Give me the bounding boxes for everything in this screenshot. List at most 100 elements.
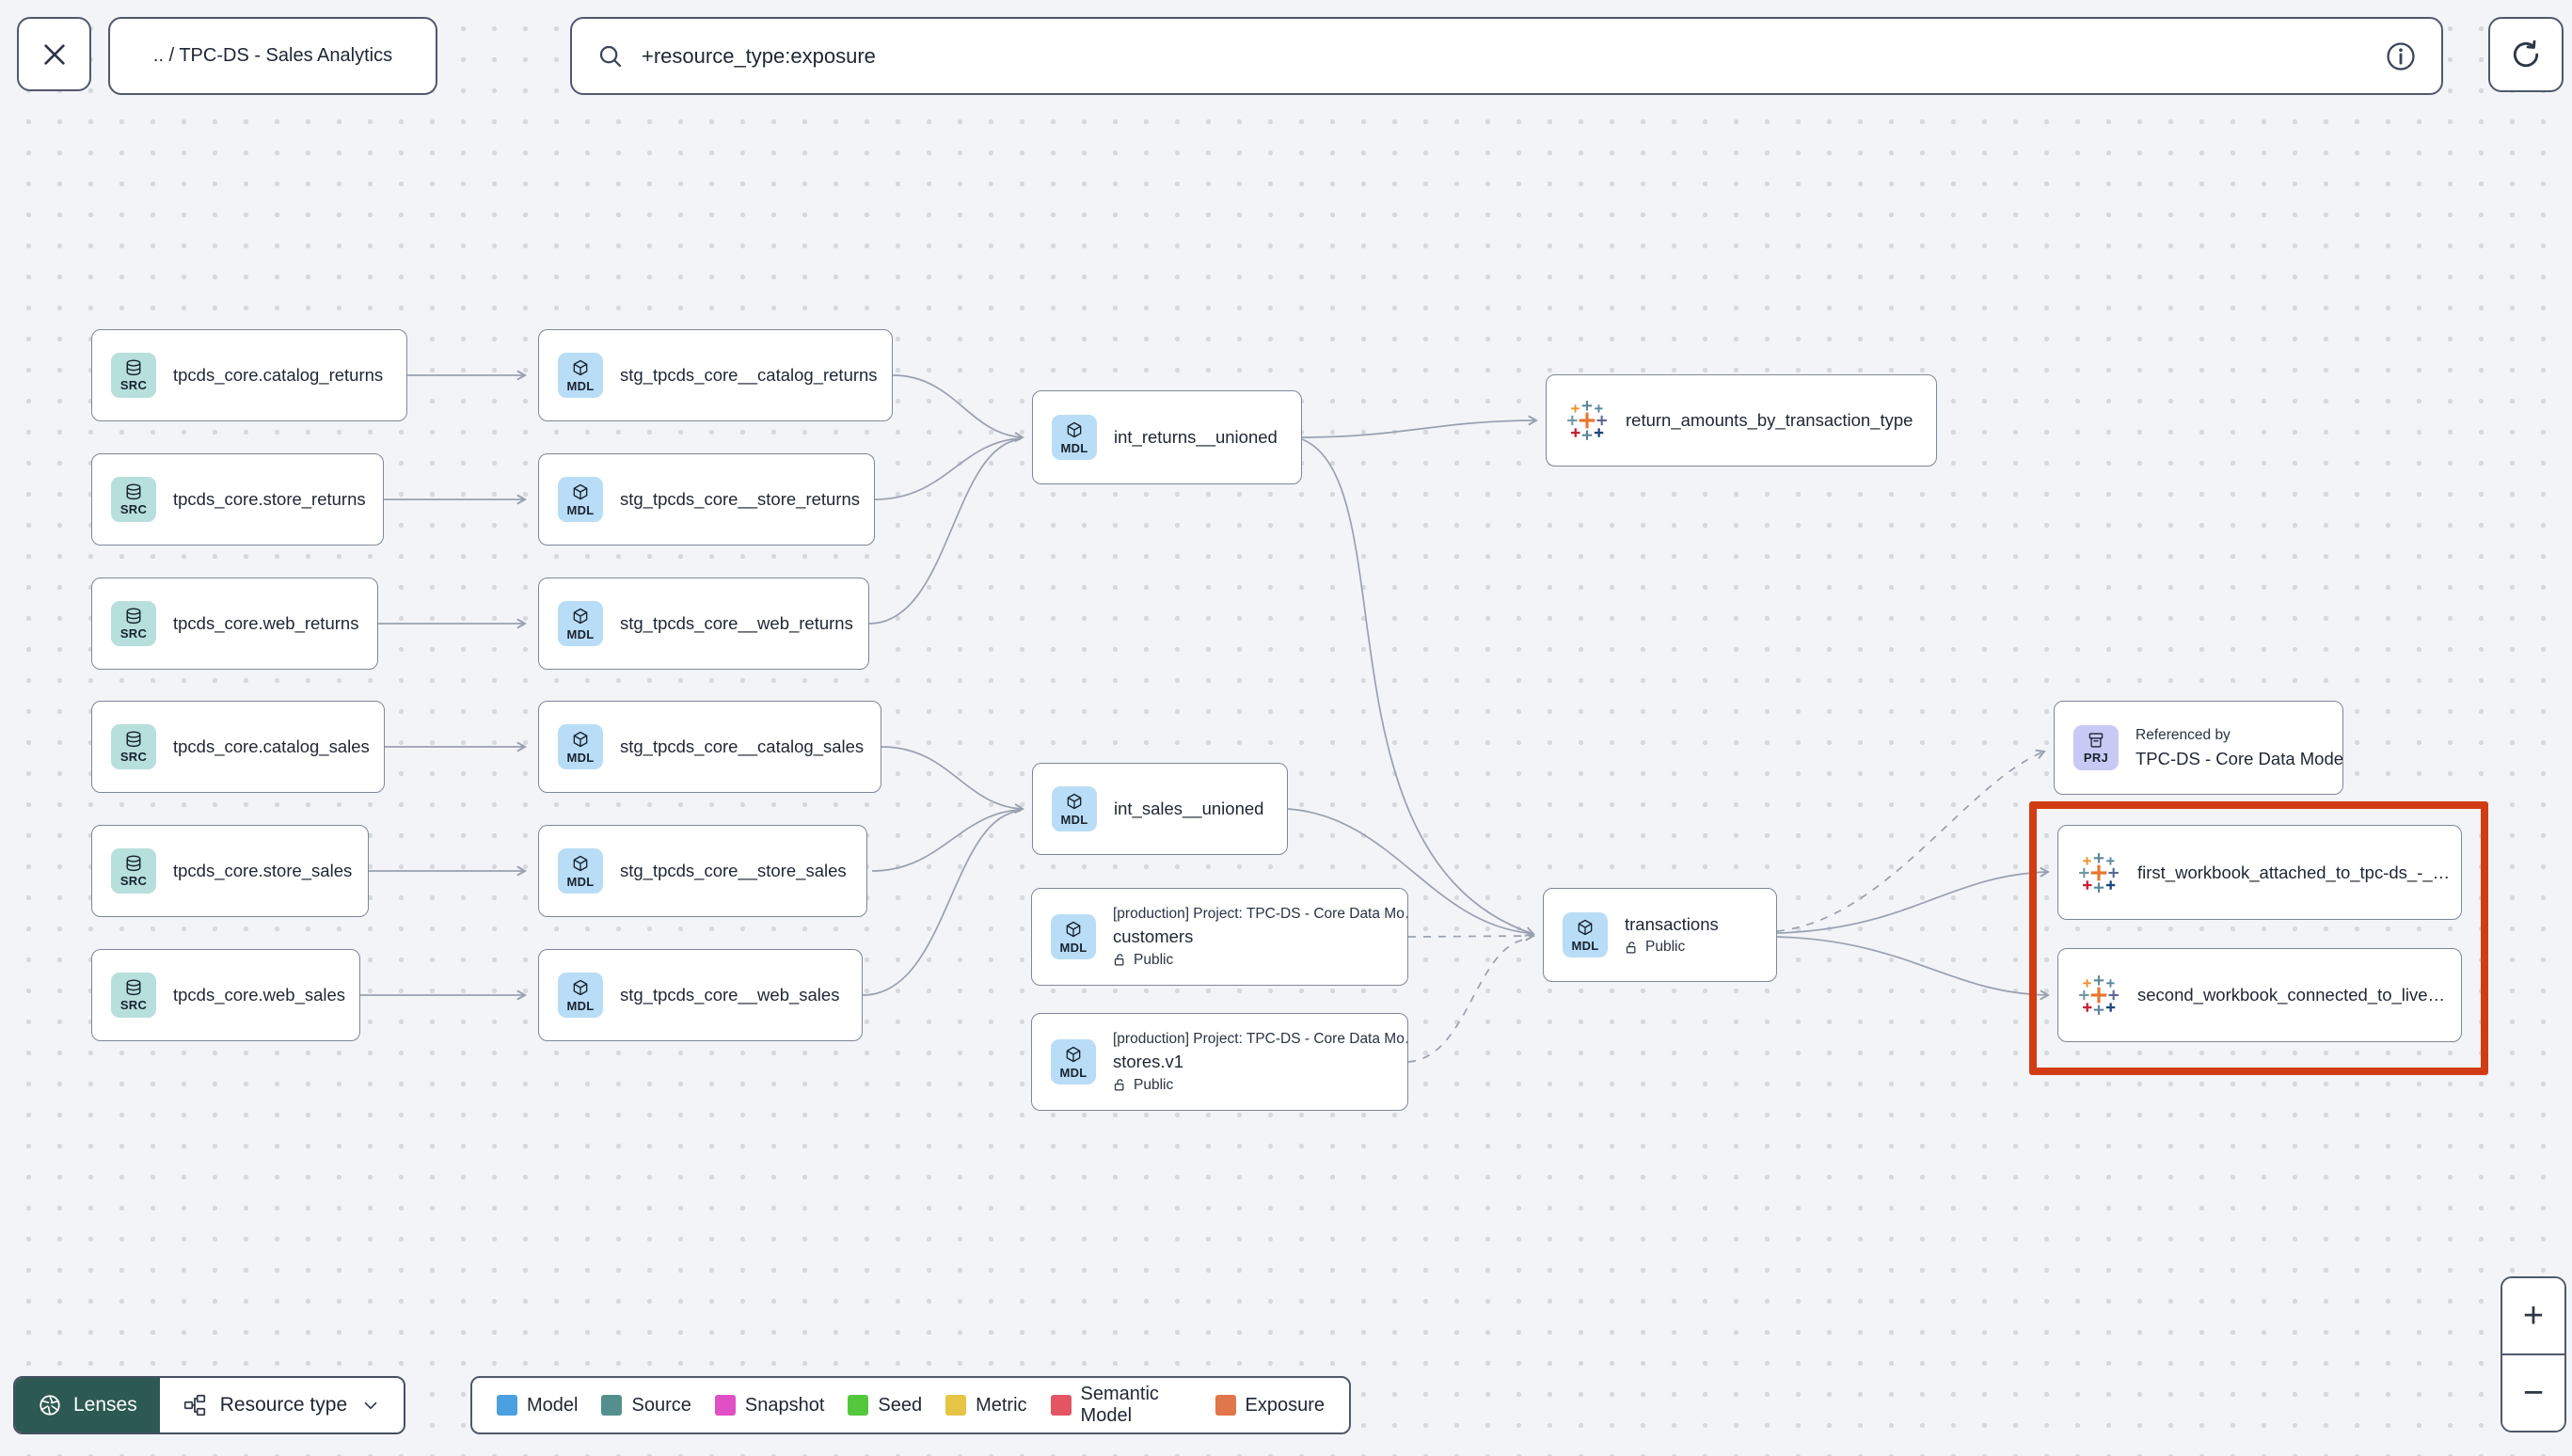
legend-item-metric: Metric <box>945 1395 1027 1416</box>
close-icon <box>43 43 65 65</box>
source-badge: SRC <box>111 973 156 1018</box>
cube-icon <box>1066 1046 1081 1062</box>
node-source-web-returns[interactable]: SRC tpcds_core.web_returns <box>91 578 378 670</box>
tableau-icon <box>1567 401 1607 440</box>
legend-swatch <box>848 1395 869 1416</box>
node-model-stg-store-returns[interactable]: MDL stg_tpcds_core__store_returns <box>538 453 875 546</box>
resource-type-legend: Model Source Snapshot Seed Metric Semant… <box>470 1376 1351 1434</box>
model-badge: MDL <box>1051 1039 1096 1084</box>
node-label: int_sales__unioned <box>1114 799 1264 818</box>
node-label: return_amounts_by_transaction_type <box>1626 410 1913 430</box>
model-badge: MDL <box>558 353 603 398</box>
node-label: second_workbook_connected_to_live… <box>2137 985 2446 1005</box>
tableau-icon <box>2079 975 2119 1015</box>
model-badge: MDL <box>1052 786 1097 831</box>
resource-type-dropdown[interactable]: Resource type <box>159 1378 405 1432</box>
node-project-referenced-by[interactable]: PRJ Referenced by TPC-DS - Core Data Mod… <box>2054 701 2343 795</box>
breadcrumb-label: .. / TPC-DS - Sales Analytics <box>152 45 393 66</box>
node-model-customers[interactable]: MDL [production] Project: TPC-DS - Core … <box>1031 888 1408 986</box>
node-label: stg_tpcds_core__catalog_sales <box>620 736 865 756</box>
node-label: stg_tpcds_core__web_sales <box>620 985 840 1005</box>
source-badge: SRC <box>111 601 156 646</box>
legend-swatch <box>1215 1395 1236 1416</box>
access-row: Public <box>1113 952 1400 969</box>
model-badge: MDL <box>558 601 603 646</box>
referenced-by-title: Referenced by <box>2135 726 2231 743</box>
node-exposure-first-workbook[interactable]: first_workbook_attached_to_tpc-ds_-_… <box>2057 825 2462 920</box>
model-badge: MDL <box>1051 914 1096 959</box>
model-badge: MDL <box>1563 912 1608 957</box>
breadcrumb[interactable]: .. / TPC-DS - Sales Analytics <box>108 17 437 95</box>
database-icon <box>126 978 141 995</box>
aperture-icon <box>40 1395 60 1416</box>
legend-item-source: Source <box>601 1395 691 1416</box>
model-badge: MDL <box>558 973 603 1018</box>
legend-item-snapshot: Snapshot <box>714 1395 824 1416</box>
legend-swatch <box>945 1395 967 1416</box>
access-row: Public <box>1625 939 1719 956</box>
node-source-catalog-returns[interactable]: SRC tpcds_core.catalog_returns <box>91 329 407 421</box>
cube-icon <box>573 359 588 375</box>
node-label: stg_tpcds_core__web_returns <box>620 613 853 633</box>
node-model-stg-web-sales[interactable]: MDL stg_tpcds_core__web_sales <box>538 949 863 1041</box>
legend-item-exposure: Exposure <box>1215 1395 1325 1416</box>
node-label: stg_tpcds_core__store_returns <box>620 489 861 509</box>
node-model-int-sales-unioned[interactable]: MDL int_sales__unioned <box>1032 763 1288 855</box>
tableau-icon <box>2079 852 2119 893</box>
model-badge: MDL <box>558 848 603 894</box>
refresh-button[interactable] <box>2488 17 2564 92</box>
legend-swatch <box>714 1395 736 1416</box>
zoom-out-button[interactable]: − <box>2502 1355 2564 1431</box>
cube-icon <box>1578 919 1593 935</box>
legend-swatch <box>497 1395 517 1416</box>
node-exposure-second-workbook[interactable]: second_workbook_connected_to_live… <box>2057 948 2462 1042</box>
unlock-icon <box>1114 954 1124 966</box>
node-source-web-sales[interactable]: SRC tpcds_core.web_sales <box>91 949 360 1041</box>
info-icon[interactable] <box>2385 40 2417 72</box>
node-label: stores.v1 <box>1113 1052 1184 1072</box>
access-row: Public <box>1113 1077 1400 1094</box>
search-icon <box>599 45 622 67</box>
lenses-button[interactable]: Lenses <box>15 1378 160 1432</box>
node-model-stores-v1[interactable]: MDL [production] Project: TPC-DS - Core … <box>1031 1013 1408 1111</box>
project-badge: PRJ <box>2073 725 2119 770</box>
cube-icon <box>573 731 588 747</box>
cube-icon <box>573 608 588 624</box>
node-model-int-returns-unioned[interactable]: MDL int_returns__unioned <box>1032 390 1302 484</box>
search-input[interactable] <box>642 43 2368 69</box>
source-badge: SRC <box>111 477 156 522</box>
cube-icon <box>573 979 588 995</box>
source-badge: SRC <box>111 724 156 769</box>
node-project-line: [production] Project: TPC-DS - Core Data… <box>1113 1030 1408 1047</box>
node-label: tpcds_core.store_returns <box>173 489 366 509</box>
node-source-store-returns[interactable]: SRC tpcds_core.store_returns <box>91 453 384 546</box>
node-source-store-sales[interactable]: SRC tpcds_core.store_sales <box>91 825 369 917</box>
node-model-transactions[interactable]: MDL transactions Public <box>1543 888 1777 982</box>
node-label: tpcds_core.catalog_returns <box>173 365 384 385</box>
node-label: first_workbook_attached_to_tpc-ds_-_… <box>2137 862 2451 882</box>
node-label: transactions <box>1625 913 1719 934</box>
source-badge: SRC <box>111 848 156 894</box>
node-source-catalog-sales[interactable]: SRC tpcds_core.catalog_sales <box>91 701 385 793</box>
node-model-stg-catalog-returns[interactable]: MDL stg_tpcds_core__catalog_returns <box>538 329 893 421</box>
legend-swatch <box>1050 1395 1072 1416</box>
node-model-stg-store-sales[interactable]: MDL stg_tpcds_core__store_sales <box>538 825 867 917</box>
close-button[interactable] <box>17 17 91 91</box>
node-exposure-return-amounts[interactable]: return_amounts_by_transaction_type <box>1546 374 1937 467</box>
node-model-stg-web-returns[interactable]: MDL stg_tpcds_core__web_returns <box>538 578 869 670</box>
node-label: tpcds_core.web_sales <box>173 985 346 1005</box>
node-label: tpcds_core.web_returns <box>173 613 359 633</box>
node-label: stg_tpcds_core__catalog_returns <box>620 365 878 385</box>
zoom-controls: + − <box>2501 1276 2566 1432</box>
zoom-in-button[interactable]: + <box>2502 1278 2564 1355</box>
cube-icon <box>1066 921 1081 937</box>
unlock-icon <box>1626 941 1636 954</box>
node-label: TPC-DS - Core Data Models <box>2135 748 2343 768</box>
cube-icon <box>1067 421 1082 437</box>
model-badge: MDL <box>558 724 603 769</box>
database-icon <box>126 730 141 747</box>
source-badge: SRC <box>111 353 156 398</box>
node-model-stg-catalog-sales[interactable]: MDL stg_tpcds_core__catalog_sales <box>538 701 881 793</box>
